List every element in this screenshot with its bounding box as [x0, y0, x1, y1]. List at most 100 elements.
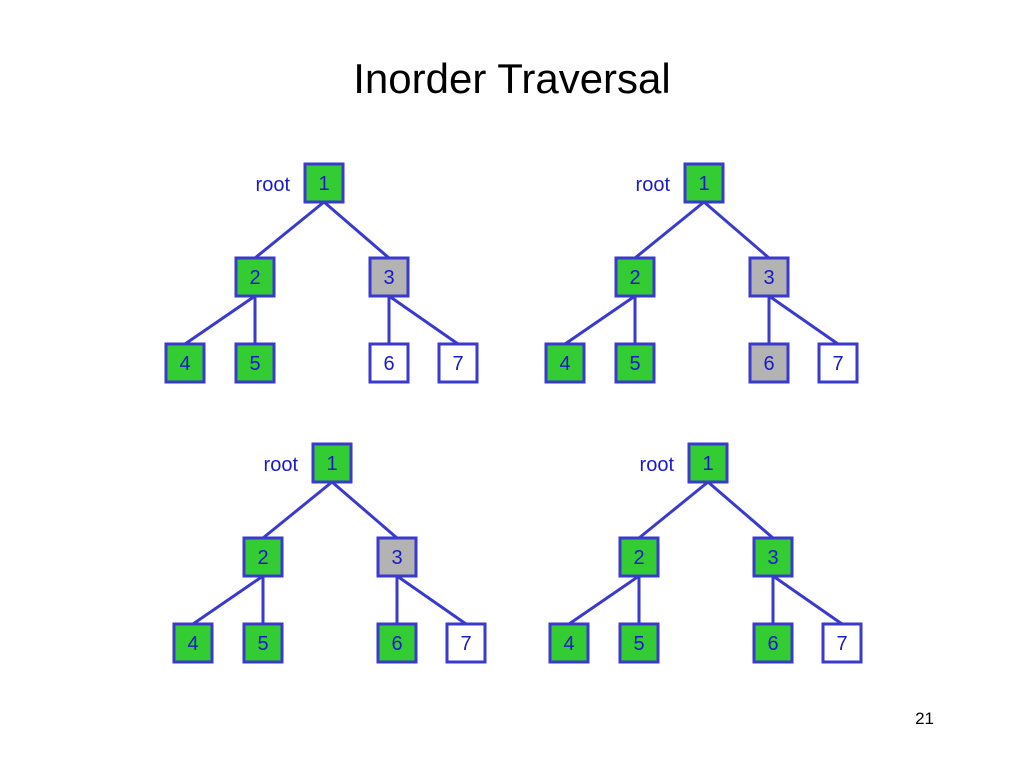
tree-node-2: 2 [618, 536, 660, 578]
tree-node-1: 1 [687, 442, 729, 484]
root-label: root [640, 454, 675, 476]
tree-node-5: 5 [234, 342, 276, 384]
node-box [437, 342, 479, 384]
node-label: 2 [249, 267, 260, 289]
node-box [311, 442, 353, 484]
node-label: 6 [767, 633, 778, 655]
tree-node-7: 7 [437, 342, 479, 384]
root-label: root [636, 174, 671, 196]
node-label: 4 [563, 633, 574, 655]
edge-3-7 [768, 294, 839, 346]
node-box [614, 256, 656, 298]
node-label: 6 [391, 633, 402, 655]
node-box [618, 536, 660, 578]
node-label: 4 [187, 633, 198, 655]
node-label: 5 [249, 353, 260, 375]
tree-node-3: 3 [752, 536, 794, 578]
node-box [303, 162, 345, 204]
tree-node-4: 4 [172, 622, 214, 664]
node-label: 1 [698, 173, 709, 195]
root-label: root [264, 454, 299, 476]
tree-node-2: 2 [234, 256, 276, 298]
edge-2-4 [192, 574, 264, 626]
node-box [376, 622, 418, 664]
node-box [445, 622, 487, 664]
node-label: 2 [633, 547, 644, 569]
node-box [548, 622, 590, 664]
tree-panel-1: 1 2 3 4 5 6 7 root [164, 162, 479, 384]
tree-panel-3: 1 2 3 4 5 6 7 root [172, 442, 487, 664]
node-label: 1 [702, 453, 713, 475]
tree-node-7: 7 [821, 622, 863, 664]
node-label: 4 [179, 353, 190, 375]
edge-2-4 [564, 294, 636, 346]
tree-node-6: 6 [376, 622, 418, 664]
node-label: 7 [452, 353, 463, 375]
node-box [618, 622, 660, 664]
node-box [614, 342, 656, 384]
edge-1-2 [634, 200, 705, 260]
edge-2-4 [184, 294, 256, 346]
node-label: 1 [318, 173, 329, 195]
tree-node-1: 1 [303, 162, 345, 204]
tree-node-3: 3 [376, 536, 418, 578]
node-box [368, 342, 410, 384]
node-box [234, 256, 276, 298]
slide-title: Inorder Traversal [353, 55, 671, 102]
node-box [172, 622, 214, 664]
tree-node-5: 5 [618, 622, 660, 664]
edge-3-7 [388, 294, 459, 346]
node-box [748, 342, 790, 384]
tree-node-4: 4 [548, 622, 590, 664]
node-box [242, 536, 284, 578]
node-box [687, 442, 729, 484]
node-label: 3 [383, 267, 394, 289]
tree-node-3: 3 [368, 256, 410, 298]
node-label: 7 [836, 633, 847, 655]
tree-panel-2: 1 2 3 4 5 6 7 root [544, 162, 859, 384]
edge-2-4 [568, 574, 640, 626]
node-box [544, 342, 586, 384]
tree-node-1: 1 [683, 162, 725, 204]
edge-1-3 [331, 480, 398, 540]
tree-node-6: 6 [752, 622, 794, 664]
node-label: 3 [767, 547, 778, 569]
node-box [817, 342, 859, 384]
tree-node-3: 3 [748, 256, 790, 298]
node-box [376, 536, 418, 578]
tree-node-1: 1 [311, 442, 353, 484]
edge-1-2 [262, 480, 333, 540]
node-label: 4 [559, 353, 570, 375]
tree-node-7: 7 [445, 622, 487, 664]
node-label: 5 [629, 353, 640, 375]
node-label: 2 [257, 547, 268, 569]
edge-3-7 [396, 574, 467, 626]
edge-3-7 [772, 574, 843, 626]
node-box [748, 256, 790, 298]
node-box [234, 342, 276, 384]
node-box [752, 536, 794, 578]
tree-node-6: 6 [368, 342, 410, 384]
tree-panel-4: 1 2 3 4 5 6 7 root [548, 442, 863, 664]
root-label: root [256, 174, 291, 196]
tree-node-5: 5 [242, 622, 284, 664]
edge-1-3 [323, 200, 390, 260]
node-box [821, 622, 863, 664]
node-label: 3 [391, 547, 402, 569]
node-label: 3 [763, 267, 774, 289]
edge-1-2 [638, 480, 709, 540]
node-label: 7 [832, 353, 843, 375]
edge-1-3 [707, 480, 774, 540]
tree-node-5: 5 [614, 342, 656, 384]
node-box [368, 256, 410, 298]
node-label: 5 [633, 633, 644, 655]
node-label: 1 [326, 453, 337, 475]
node-label: 6 [763, 353, 774, 375]
node-box [164, 342, 206, 384]
tree-node-4: 4 [544, 342, 586, 384]
node-box [242, 622, 284, 664]
node-label: 7 [460, 633, 471, 655]
node-label: 2 [629, 267, 640, 289]
node-label: 5 [257, 633, 268, 655]
